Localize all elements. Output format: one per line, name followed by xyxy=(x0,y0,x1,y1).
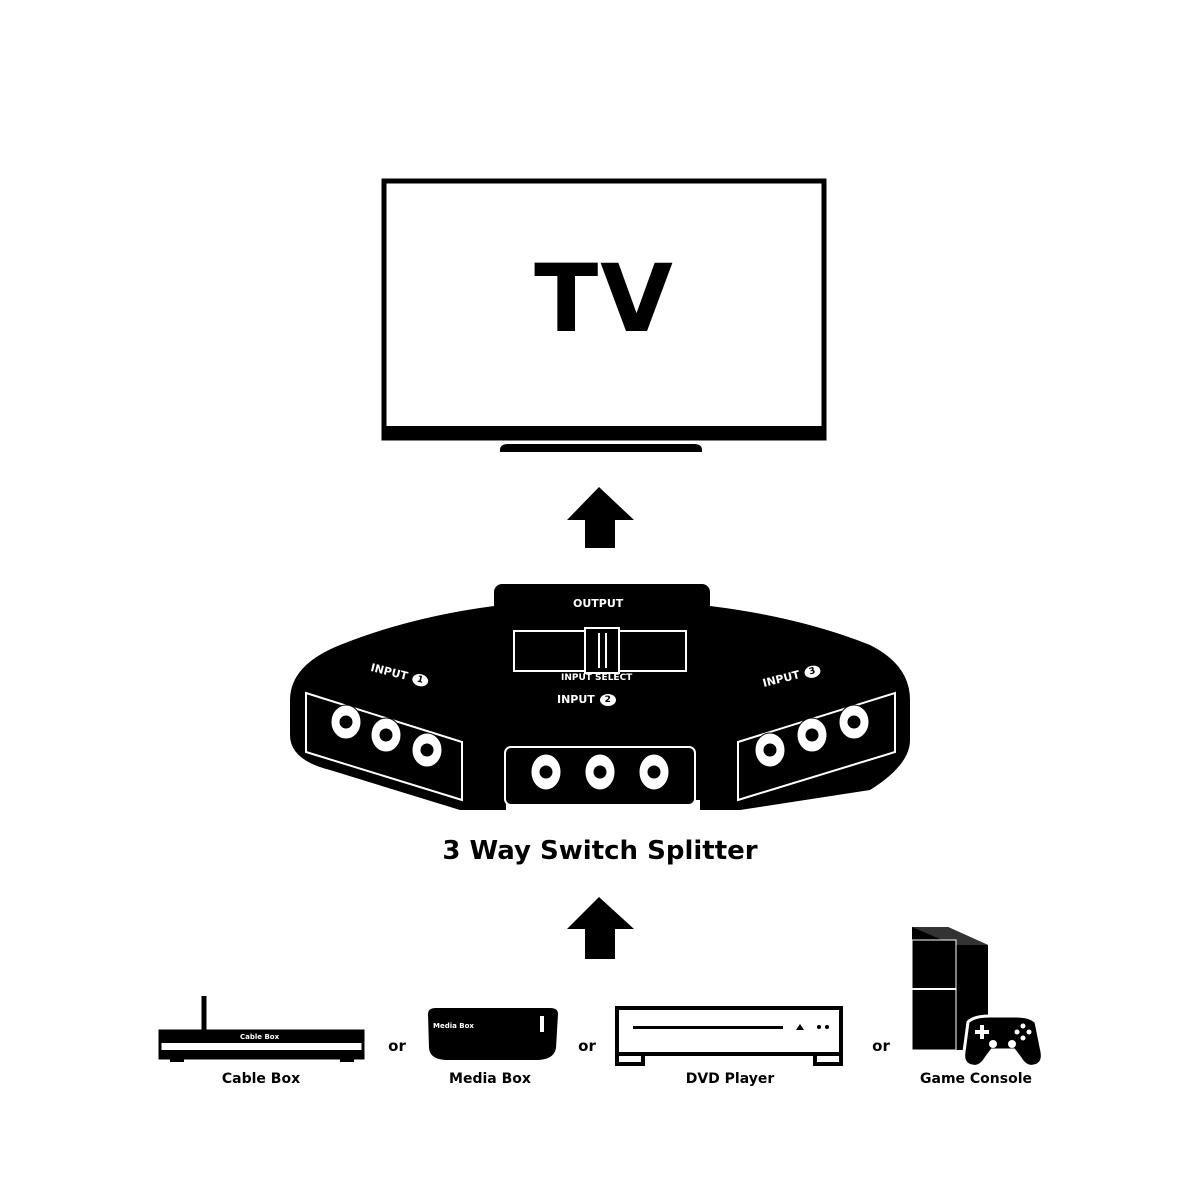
rca-jacks xyxy=(330,704,870,791)
input-select-label: INPUT SELECT xyxy=(561,673,633,683)
tv-icon xyxy=(381,178,827,452)
tv-label: TV xyxy=(534,245,675,354)
slider-knob xyxy=(584,627,620,674)
output-label: OUTPUT xyxy=(573,597,624,610)
media-box-icon xyxy=(428,1008,558,1060)
rca-jack-icon xyxy=(638,753,670,791)
dvd-player-icon xyxy=(615,1006,843,1066)
or-label: or xyxy=(872,1037,890,1055)
rca-jack-icon xyxy=(411,732,443,768)
or-label: or xyxy=(388,1037,406,1055)
media-box-face-text: Media Box xyxy=(433,1022,474,1030)
rca-jack-icon xyxy=(330,704,362,740)
rca-jack-icon xyxy=(530,753,562,791)
device-label-cable-box: Cable Box xyxy=(221,1071,301,1087)
splitter-icon xyxy=(290,584,910,810)
game-console-icon xyxy=(911,927,1044,1068)
arrow-up-icon xyxy=(567,897,634,959)
game-controller-icon xyxy=(962,1014,1044,1068)
rca-jack-icon xyxy=(796,717,828,753)
device-label-media-box: Media Box xyxy=(449,1071,531,1087)
tv-bezel-bottom xyxy=(384,426,824,438)
splitter-title: 3 Way Switch Splitter xyxy=(442,836,758,866)
cable-box-icon xyxy=(158,996,365,1062)
tv-screen xyxy=(381,178,827,441)
tv-stand xyxy=(500,444,702,452)
rca-jack-icon xyxy=(584,753,616,791)
rca-jack-icon xyxy=(838,704,870,740)
rca-jack-icon xyxy=(754,732,786,768)
device-label-game-console: Game Console xyxy=(920,1071,1032,1087)
or-label: or xyxy=(578,1037,596,1055)
rca-jack-icon xyxy=(370,717,402,753)
arrow-up-icon xyxy=(567,487,634,548)
cable-box-face-text: Cable Box xyxy=(240,1033,280,1041)
device-label-dvd-player: DVD Player xyxy=(685,1071,775,1087)
